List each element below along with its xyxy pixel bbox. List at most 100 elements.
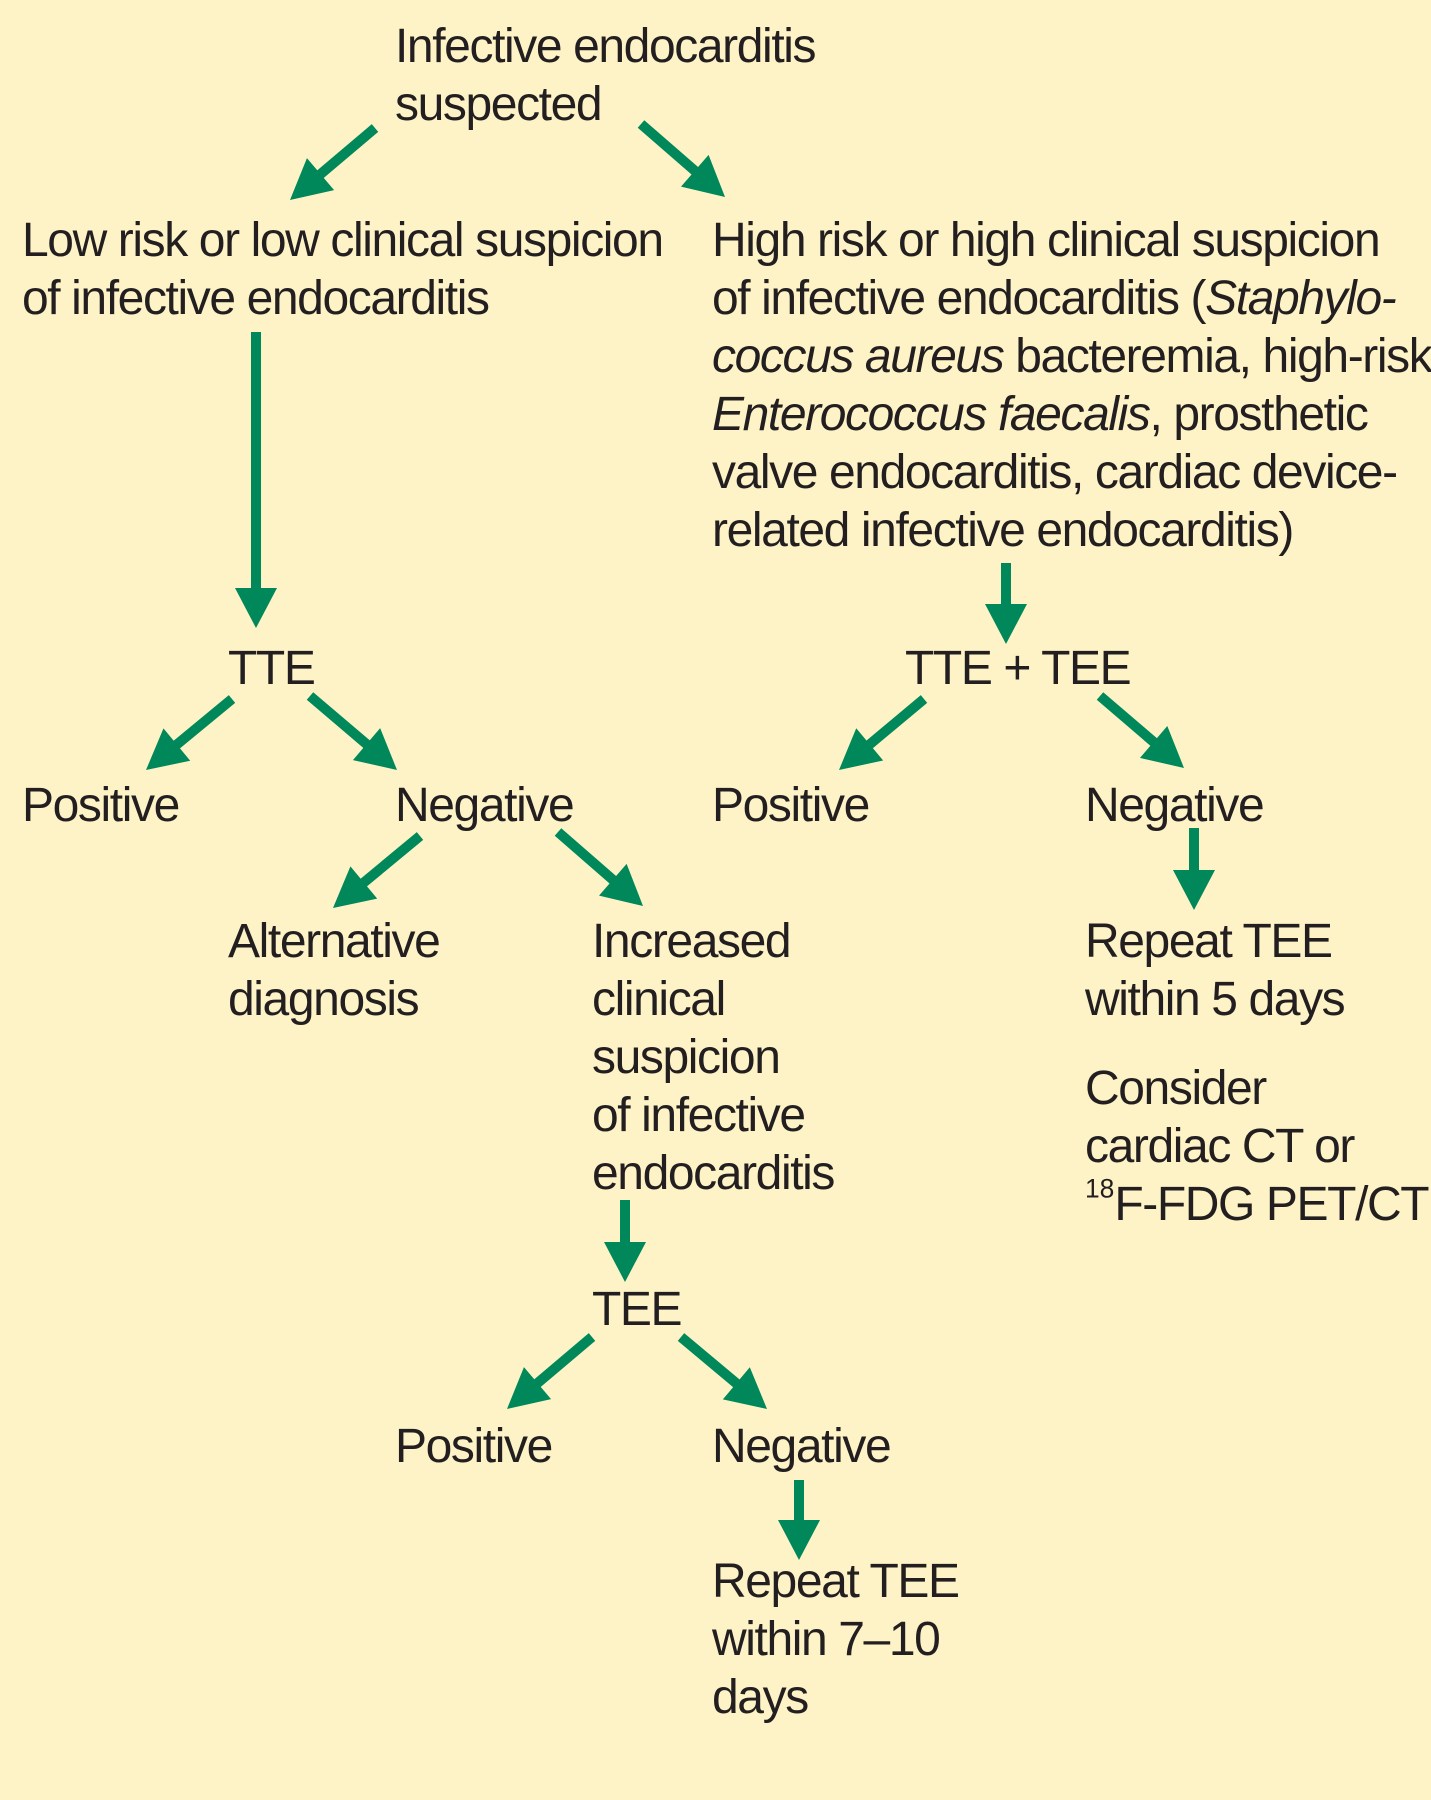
arrow-tte-tee-to-negative [1096,692,1184,768]
node-increased-suspicion: Increased clinical suspicion of infectiv… [592,913,835,1203]
arrow-negative-to-alternative [333,832,424,908]
arrow-head [333,866,378,908]
node-text-line: diagnosis [228,973,420,1026]
node-text-line: endocarditis [592,1147,835,1200]
node-text-line: related infective endocarditis) [712,504,1294,557]
node-tee: TEE [592,1281,683,1339]
arrow-shaft [863,695,928,751]
node-low-risk: Low risk or low clinical suspicion of in… [22,212,664,328]
text-run: , prosthetic [1149,388,1369,441]
isotope-superscript: 18 [1085,1173,1115,1204]
arrow-shaft [357,832,424,889]
arrow-tee-negative-to-repeat-tee [778,1480,820,1560]
node-tte-negative: Negative [395,777,575,835]
arrow-head [235,588,277,628]
node-tee-positive: Positive [395,1418,553,1476]
node-text-line: Positive [22,779,180,832]
node-start: Infective endocarditis suspected [395,18,817,134]
node-text-line: suspected [395,78,603,131]
node-text-line: coccus aureus bacteremia, high-risk [712,328,1431,386]
arrow-tte-to-positive [146,695,236,770]
arrow-tee-negative-to-repeat-tee [1173,828,1215,910]
arrow-tee-to-negative [677,1333,767,1409]
arrow-head [778,1520,820,1560]
node-text-line: TTE + TEE [905,642,1132,695]
text-run: bacteremia, high-risk [1003,330,1431,383]
node-text-line: Infective endocarditis [395,20,817,73]
arrow-head [146,728,191,770]
text-run-italic: coccus aureus [712,330,1005,383]
node-alternative-diagnosis: Alternative diagnosis [228,913,441,1029]
arrow-high-risk-to-tte-tee [985,563,1027,644]
node-text-line: Negative [712,1420,892,1473]
arrow-shaft [531,1333,596,1390]
node-text-line: Repeat TEE [712,1555,960,1608]
arrow-head [507,1367,552,1409]
node-tte: TTE [228,640,316,698]
node-text-line: Repeat TEE [1085,915,1333,968]
node-tte-tee-positive: Positive [712,777,870,835]
arrow-head [604,1242,646,1282]
node-text-line: High risk or high clinical suspicion [712,214,1381,267]
arrow-shaft [306,692,373,751]
node-tte-tee: TTE + TEE [905,640,1132,698]
arrow-shaft [677,1333,743,1390]
node-text-line: cardiac CT or [1085,1120,1355,1173]
arrow-tte-tee-to-positive [839,695,928,770]
node-text-line: Alternative [228,915,441,968]
arrow-low-risk-to-tte [235,332,277,628]
arrow-head [1173,870,1215,910]
node-text-line: Positive [712,779,870,832]
arrow-shaft [637,120,702,178]
node-tte-positive: Positive [22,777,180,835]
arrow-head [599,863,643,906]
node-tte-tee-negative: Negative [1085,777,1265,835]
node-text-line: Negative [1085,779,1265,832]
arrow-head [839,728,884,770]
node-text-line: Enterococcus faecalis, prosthetic [712,386,1431,444]
node-text-line: suspicion [592,1031,781,1084]
node-text-line: Positive [395,1420,553,1473]
node-text-line: 18F-FDG PET/CT [1085,1173,1430,1234]
text-run-italic: Enterococcus faecalis [712,388,1151,441]
arrow-start-to-low-risk [290,124,379,200]
node-text-line: Consider [1085,1062,1267,1115]
node-tee-negative: Negative [712,1418,892,1476]
node-repeat-tee-5-days: Repeat TEE within 5 days [1085,913,1346,1029]
arrow-start-to-high-risk [637,120,725,197]
node-text-line: clinical [592,973,726,1026]
node-text-line: TTE [228,642,316,695]
arrow-head [1139,726,1184,768]
arrow-negative-to-increased [554,828,643,906]
node-text-line: Low risk or low clinical suspicion [22,214,664,267]
arrow-head [722,1367,767,1409]
arrow-shaft [170,695,236,751]
node-consider-imaging: Consider cardiac CT or 18F-FDG PET/CT [1085,1060,1430,1234]
node-text-line: of infective [592,1089,806,1142]
arrow-head [985,604,1027,644]
node-text-line: Negative [395,779,575,832]
node-high-risk: High risk or high clinical suspicion of … [712,212,1431,560]
node-text-line: days [712,1671,809,1724]
text-run: F-FDG PET/CT [1114,1178,1429,1231]
arrow-increased-to-tee [604,1200,646,1282]
arrow-shaft [1096,692,1160,749]
arrow-head [352,728,397,770]
node-repeat-tee-7-10-days: Repeat TEE within 7–10 days [712,1553,960,1727]
text-run: of infective endocarditis ( [712,272,1207,325]
node-text-line: within 5 days [1085,973,1346,1026]
arrow-shaft [554,828,620,887]
arrow-tte-to-negative [306,692,397,770]
arrow-tee-to-positive [507,1333,596,1409]
arrow-head [681,154,725,197]
node-text-line: of infective endocarditis [22,272,490,325]
node-text-line: valve endocarditis, cardiac device- [712,446,1398,499]
arrow-shaft [314,124,379,181]
node-text-line: within 7–10 [712,1613,941,1666]
arrow-head [290,158,335,200]
node-text-line: of infective endocarditis (Staphylo- [712,270,1431,328]
node-text-line: TEE [592,1283,683,1336]
node-text-line: Increased [592,915,792,968]
